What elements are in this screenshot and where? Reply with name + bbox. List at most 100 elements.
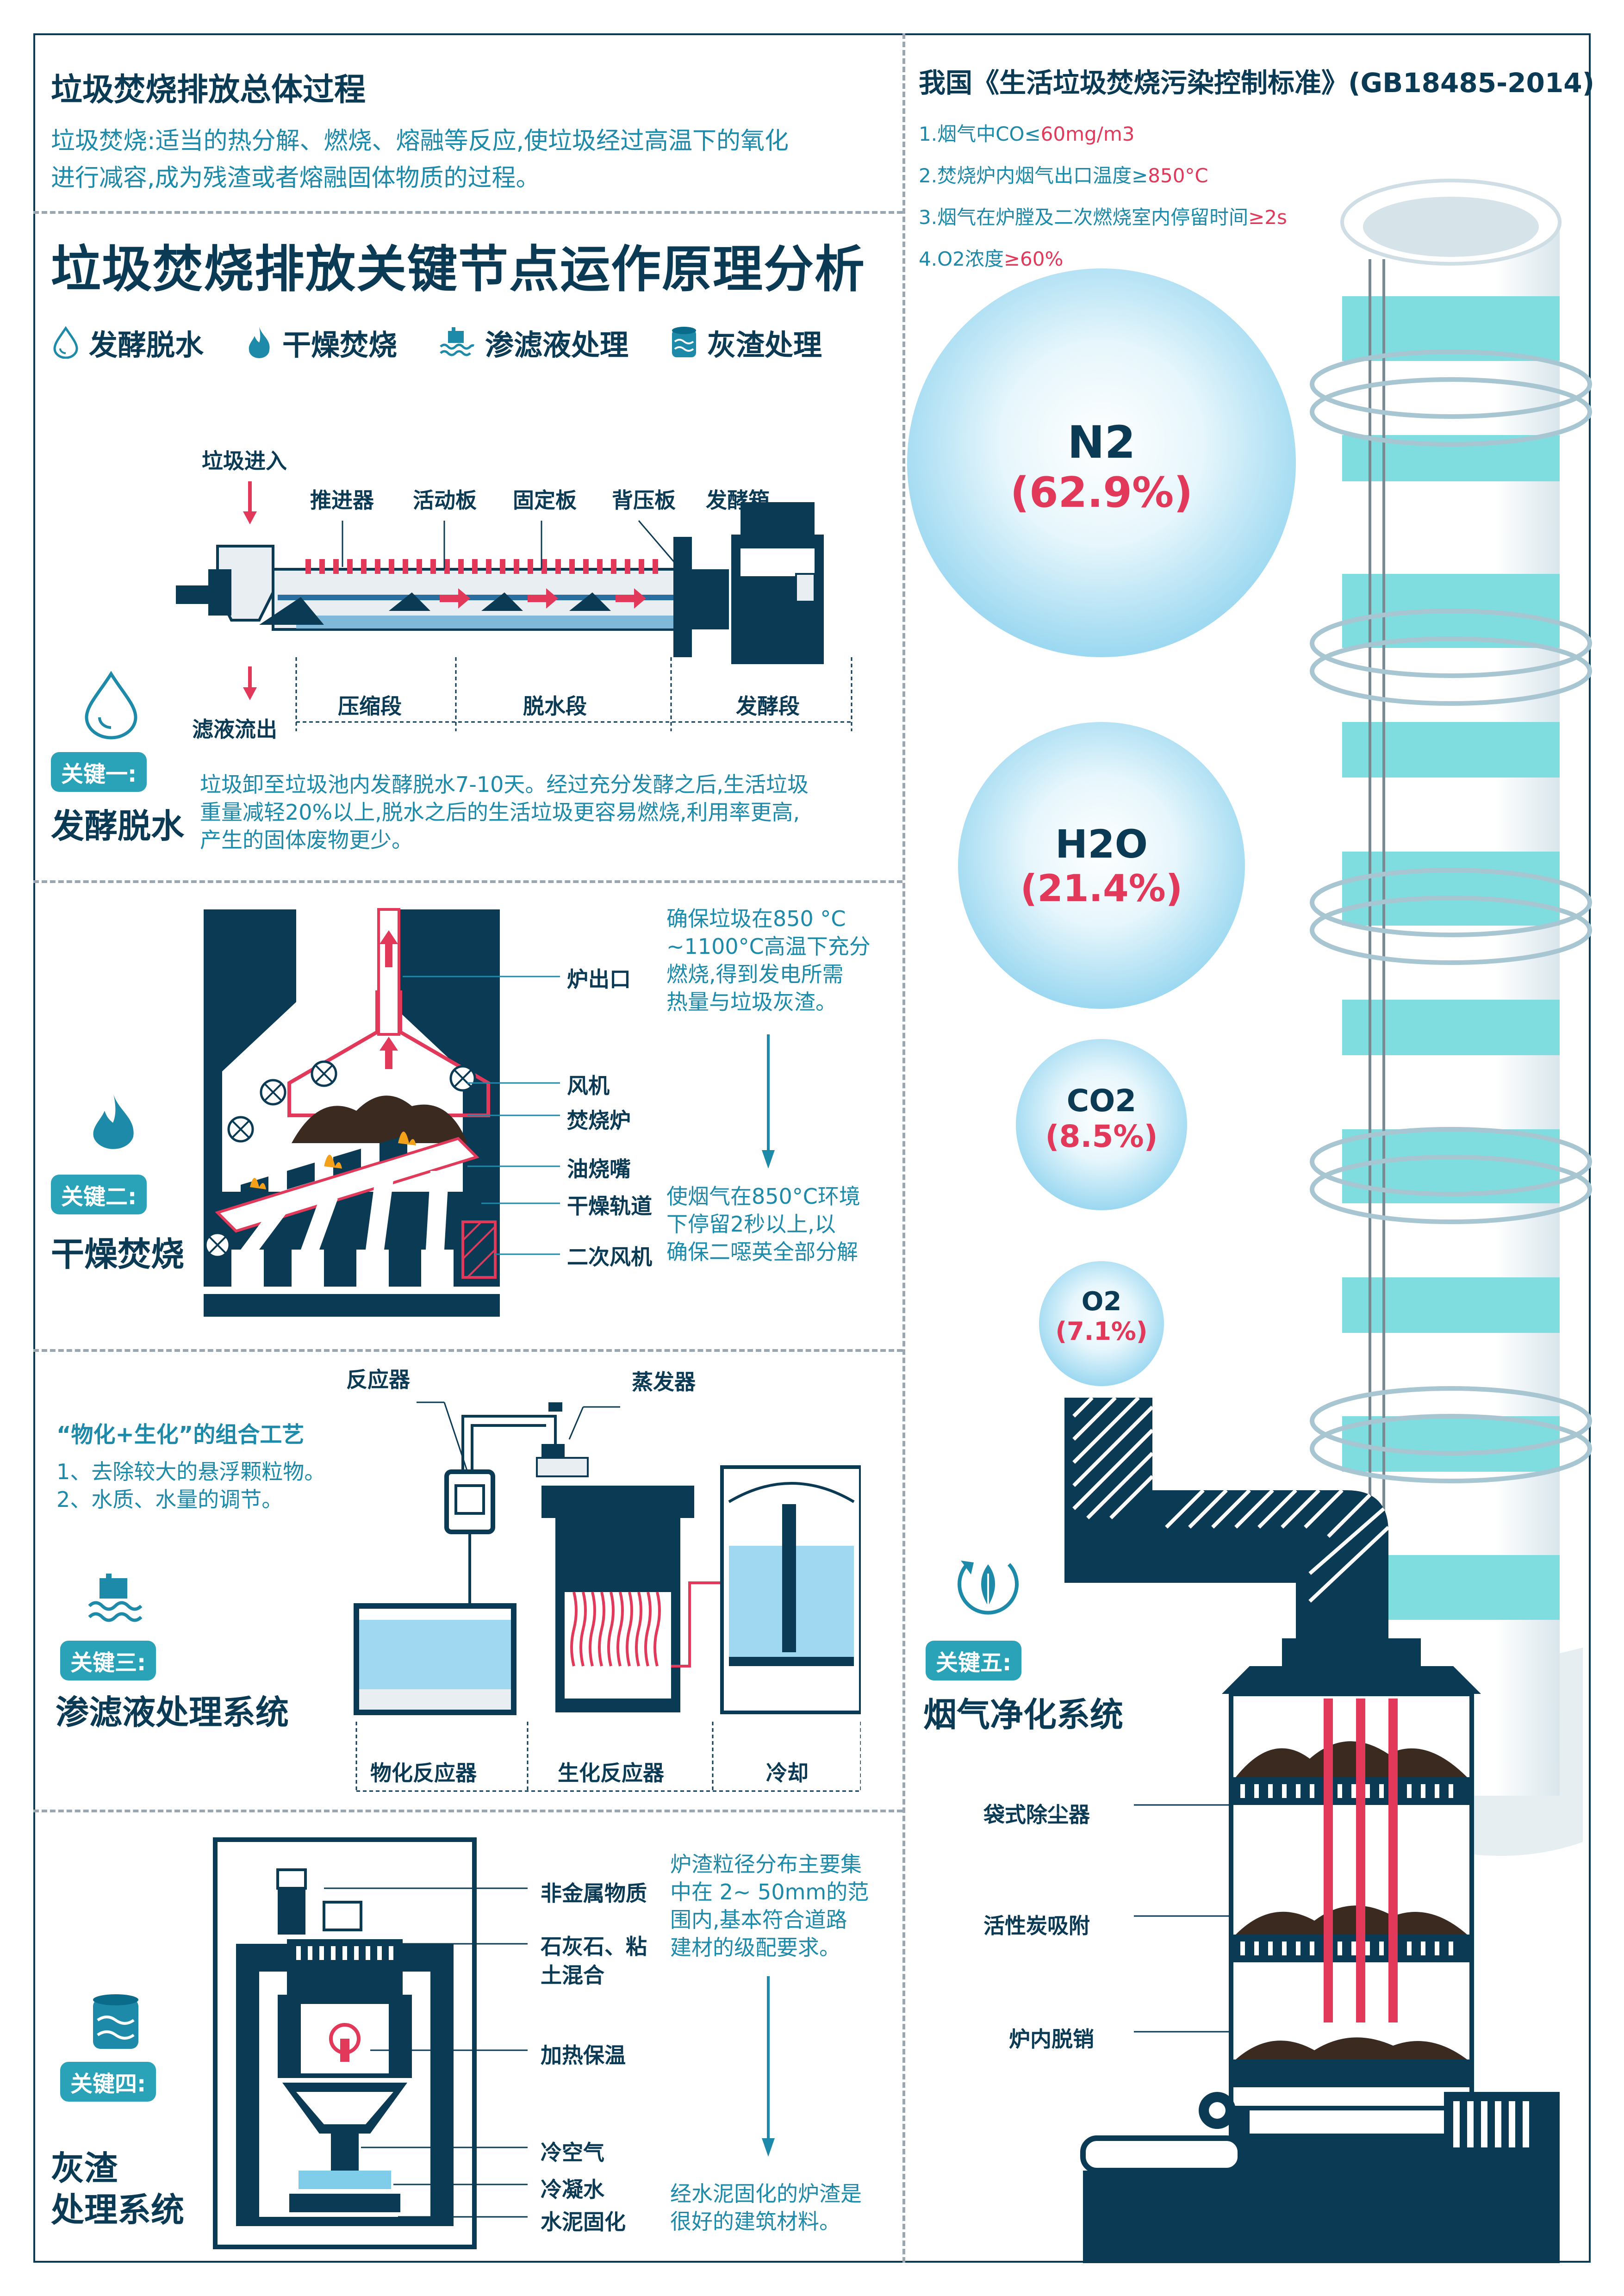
divider-2 [33, 880, 902, 883]
standard-item-value: 850°C [1148, 164, 1208, 187]
standard-item-value: ≥2s [1248, 206, 1287, 229]
incinerator-leaders [467, 976, 560, 1255]
legend-label: 干燥焚烧 [282, 328, 398, 362]
water-treatment-icon [440, 327, 475, 356]
key4-title-line2: 处理系统 [51, 2190, 185, 2229]
column-divider [902, 33, 905, 2263]
key3-badge: 关键三: [60, 1641, 156, 1680]
label-evaporator: 蒸发器 [632, 1369, 696, 1394]
ash-leaders [324, 1887, 528, 2218]
key3-title: 渗滤液处理系统 [56, 1693, 289, 1732]
stage-physical-reactor: 物化反应器 [370, 1761, 477, 1786]
label-non-metal: 非金属物质 [541, 1881, 647, 1906]
barrel-icon [93, 1994, 138, 2049]
label-incinerator: 焚烧炉 [567, 1108, 631, 1133]
gas-bubble-h2o: H2O (21.4%) [958, 722, 1245, 1009]
barrel-icon [672, 327, 697, 357]
key5-title: 烟气净化系统 [923, 1695, 1124, 1734]
standard-item-4: 4.O2浓度≥60% [919, 238, 1287, 280]
key4-desc-2: 经水泥固化的炉渣是 很好的建筑材料。 [670, 2180, 892, 2235]
key4-desc1-line: 建材的级配要求。 [670, 1935, 840, 1960]
standard-item-2: 2.焚烧炉内烟气出口温度≥850°C [919, 155, 1287, 197]
label-fixed-plate: 固定板 [513, 488, 577, 513]
stage-dehydration: 脱水段 [523, 694, 587, 719]
label-movable-plate: 活动板 [413, 488, 477, 513]
legend-item-flame: 干燥焚烧 [245, 322, 397, 363]
key1-title: 发酵脱水 [51, 807, 185, 846]
legend-label: 渗滤液处理 [485, 328, 629, 362]
key2-desc2-line: 确保二噁英全部分解 [666, 1239, 858, 1264]
fermentation-machine-diagram [176, 481, 852, 731]
main-title: 垃圾焚烧排放关键节点运作原理分析 [51, 241, 866, 299]
key4-desc1-line: 炉渣粒径分布主要集 [670, 1852, 862, 1877]
standard-item-text: 4.O2浓度 [919, 248, 1004, 270]
label-limestone-clay: 石灰石、粘 土混合 [541, 1932, 647, 1990]
key2-desc1-line: 确保垃圾在850 °C [666, 906, 846, 931]
overview-text-line1: 垃圾焚烧:适当的热分解、燃烧、熔融等反应,使垃圾经过高温下的氧化 [51, 127, 789, 155]
standard-item-text: 1.烟气中CO≤ [919, 123, 1041, 145]
stage-bio-reactor: 生化反应器 [558, 1761, 664, 1786]
label-heating: 加热保温 [541, 2043, 626, 2068]
label-cement-solidification: 水泥固化 [541, 2209, 626, 2234]
standard-item-text: 3.烟气在炉膛及二次燃烧室内停留时间 [919, 206, 1249, 229]
label-inlet: 垃圾进入 [202, 448, 287, 473]
label-back-plate: 背压板 [612, 488, 676, 513]
divider-3 [33, 1349, 902, 1352]
water-treatment-icon [88, 1574, 143, 1622]
gas-bubble-n2: N2 (62.9%) [907, 268, 1296, 657]
label-activated-carbon: 活性炭吸附 [983, 1913, 1090, 1938]
gas-name: H2O [1055, 821, 1148, 867]
flame-icon [249, 327, 270, 358]
key4-desc1-line: 中在 2~ 50mm的范 [670, 1879, 869, 1904]
key4-desc2-line: 经水泥固化的炉渣是 [670, 2181, 862, 2206]
key2-desc2-line: 使烟气在850°C环境 [666, 1184, 860, 1209]
key4-title-line1: 灰渣 [51, 2149, 118, 2188]
standard-item-value: ≥60% [1003, 248, 1064, 270]
droplet-icon [85, 671, 137, 740]
divider-1 [33, 211, 902, 214]
divider-4 [33, 1810, 902, 1812]
legend-label: 发酵脱水 [89, 328, 204, 362]
down-arrow-icon [762, 1034, 775, 1169]
down-arrow-icon [762, 1976, 775, 2157]
label-bag-filter: 袋式除尘器 [983, 1802, 1090, 1827]
label-reactor: 反应器 [346, 1367, 410, 1392]
heater-strip [305, 559, 658, 574]
key2-desc1-line: ~1100°C高温下充分 [666, 934, 871, 959]
gas-percent: (8.5%) [1045, 1119, 1158, 1154]
key4-desc1-line: 围内,基本符合道路 [670, 1907, 847, 1932]
label-furnace-outlet: 炉出口 [567, 967, 631, 992]
key3-point: 1、去除较大的悬浮颗粒物。 [56, 1459, 326, 1484]
gas-bubble-o2: O2 (7.1%) [1039, 1261, 1164, 1386]
overview-text-line2: 进行减容,成为残渣或者熔融固体物质的过程。 [51, 164, 540, 192]
gas-name: CO2 [1066, 1083, 1137, 1119]
ash-treatment-diagram [213, 1837, 477, 2249]
key2-desc1-line: 燃烧,得到发电所需 [666, 962, 844, 987]
gas-name: N2 [1067, 417, 1136, 468]
label-denitration: 炉内脱销 [1009, 2027, 1094, 2052]
key1-desc-line: 产生的固体废物更少。 [200, 828, 413, 852]
legend-item-droplet: 发酵脱水 [52, 322, 204, 363]
key2-desc-2: 使烟气在850°C环境 下停留2秒以上,以 确保二噁英全部分解 [666, 1182, 889, 1266]
label-limestone-clay-line1: 石灰石、粘 [541, 1934, 647, 1959]
label-drying-track: 干燥轨道 [567, 1194, 652, 1219]
key2-desc1-line: 热量与垃圾灰渣。 [666, 989, 837, 1014]
key3-points: 1、去除较大的悬浮颗粒物。 2、水质、水量的调节。 [56, 1458, 325, 1513]
incinerator-diagram [204, 908, 509, 1317]
key3-point: 2、水质、水量的调节。 [56, 1487, 283, 1512]
gas-percent: (21.4%) [1020, 867, 1183, 910]
key1-desc-line: 垃圾卸至垃圾池内发酵脱水7-10天。经过充分发酵之后,生活垃圾 [200, 772, 809, 797]
key2-desc-1: 确保垃圾在850 °C ~1100°C高温下充分 燃烧,得到发电所需 热量与垃圾… [666, 905, 889, 1016]
standard-item-1: 1.烟气中CO≤60mg/m3 [919, 113, 1287, 155]
key1-desc-line: 重量减轻20%以上,脱水之后的生活垃圾更容易燃烧,利用率更高, [200, 800, 800, 825]
leachate-system-diagram [354, 1401, 861, 1792]
legend-item-barrel: 灰渣处理 [670, 322, 822, 363]
standard-list: 1.烟气中CO≤60mg/m3 2.焚烧炉内烟气出口温度≥850°C 3.烟气在… [919, 113, 1287, 280]
stage-fermentation: 发酵段 [736, 694, 800, 719]
key1-description: 垃圾卸至垃圾池内发酵脱水7-10天。经过充分发酵之后,生活垃圾 重量减轻20%以… [200, 771, 894, 854]
legend-label: 灰渣处理 [707, 328, 822, 362]
label-pusher: 推进器 [310, 488, 374, 513]
key4-desc2-line: 很好的建筑材料。 [670, 2209, 840, 2234]
key2-desc2-line: 下停留2秒以上,以 [666, 1212, 836, 1237]
key3-subtitle: “物化+生化”的组合工艺 [56, 1422, 305, 1448]
